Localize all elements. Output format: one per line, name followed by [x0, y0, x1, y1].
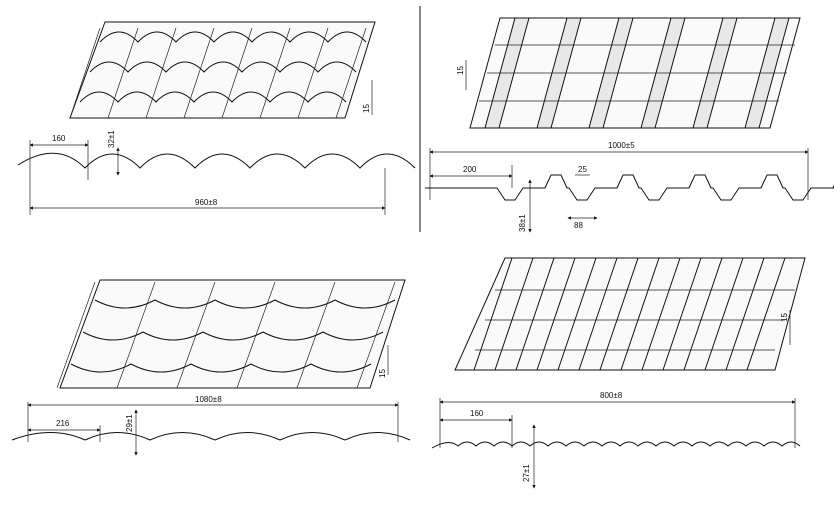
isometric-sheet-3	[56, 279, 406, 389]
dim-step-1: 15	[362, 104, 371, 113]
tile-seam	[107, 27, 139, 119]
tile-seam	[296, 281, 336, 389]
dim-step-4: 15	[780, 313, 789, 322]
tile-seam	[236, 281, 276, 389]
isometric-sheet-1	[69, 21, 376, 119]
profile-2: 1000±5 200 25 38±1 88 15	[425, 60, 834, 233]
dim-base-2: 88	[574, 221, 583, 230]
tile-row	[99, 31, 367, 43]
dim-depth-1: 32±1	[107, 130, 116, 148]
dim-width-2: 1000±5	[608, 141, 635, 150]
rib	[746, 257, 786, 371]
rib	[515, 257, 555, 371]
dim-top-2: 25	[578, 165, 587, 174]
isometric-sheet-2	[469, 17, 801, 129]
tile-seam	[116, 281, 156, 389]
tile-seam	[356, 281, 396, 389]
tile-row	[82, 331, 384, 341]
rib	[578, 257, 618, 371]
tile-seam	[56, 281, 96, 389]
panel-wave-tile-1080: 1080±8 216 29±1 15	[11, 279, 411, 456]
dim-width-1: 960±8	[195, 198, 218, 207]
dim-depth-4: 27±1	[522, 464, 531, 482]
dim-pitch-3: 216	[56, 419, 70, 428]
dim-step-2: 15	[456, 66, 465, 75]
tile-row	[70, 363, 372, 373]
rib	[641, 257, 681, 371]
dim-width-3: 1080±8	[195, 395, 222, 404]
rib	[683, 257, 723, 371]
panel-glazed-tile-800: 800±8 160 27±1 15	[431, 257, 806, 489]
rib	[704, 257, 744, 371]
tile-row	[94, 299, 396, 309]
tile-seam	[69, 27, 101, 119]
rib	[662, 257, 702, 371]
rib	[536, 257, 576, 371]
tile-seam	[335, 27, 367, 119]
dim-width-4: 800±8	[600, 391, 623, 400]
tile-seam	[297, 27, 329, 119]
rib	[557, 257, 597, 371]
tile-seam	[183, 27, 215, 119]
tile-row	[79, 91, 347, 103]
panel-glazed-tile-960: 160 32±1 960±8 15	[17, 21, 416, 215]
dim-depth-2: 38±1	[518, 214, 527, 232]
tile-seam	[221, 27, 253, 119]
rib	[599, 257, 639, 371]
rib	[494, 257, 534, 371]
tile-seam	[259, 27, 291, 119]
tile-seam	[145, 27, 177, 119]
profile-4: 800±8 160 27±1 15	[431, 310, 801, 489]
dim-step-3: 15	[378, 369, 387, 378]
dim-pitch-1: 160	[52, 134, 66, 143]
dim-pitch-2: 200	[463, 165, 477, 174]
rib	[620, 257, 660, 371]
tile-seam	[176, 281, 216, 389]
dim-depth-3: 29±1	[125, 414, 134, 432]
panel-trapezoid-1000: 1000±5 200 25 38±1 88 15	[425, 17, 834, 233]
isometric-sheet-4	[454, 257, 806, 371]
rib	[473, 257, 513, 371]
tile-row	[89, 61, 357, 73]
profile-1: 160 32±1 960±8 15	[17, 80, 416, 215]
profile-3: 1080±8 216 29±1 15	[11, 345, 411, 456]
dim-pitch-4: 160	[470, 409, 484, 418]
rib	[725, 257, 765, 371]
